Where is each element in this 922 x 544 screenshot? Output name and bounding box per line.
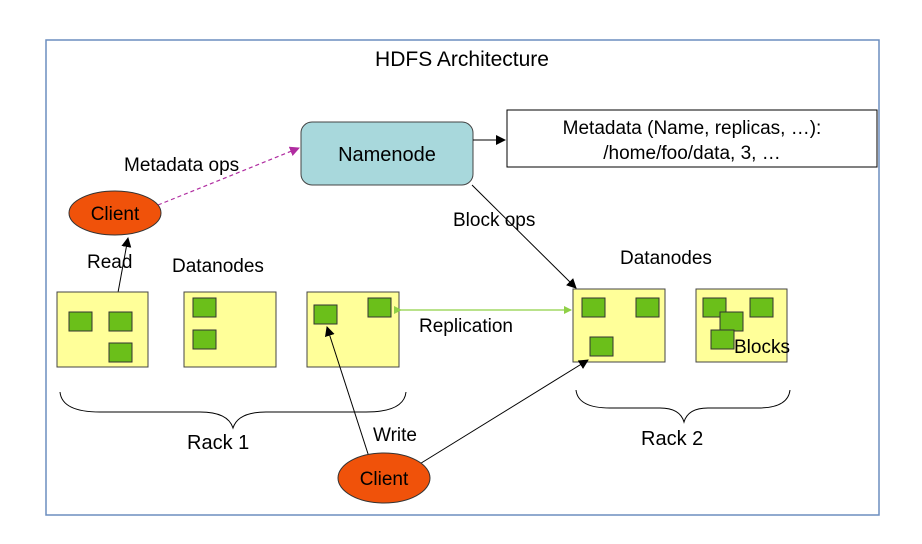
client-top: [68, 190, 162, 236]
metadata-ops-label: Metadata ops: [124, 155, 239, 176]
write-arrow-rack1: [325, 326, 371, 461]
datanodes-right-label: Datanodes: [620, 248, 712, 269]
block: [108, 311, 133, 332]
rack2-brace: [575, 389, 791, 424]
diagram-title: HDFS Architecture: [375, 48, 549, 71]
block-ops-label: Block ops: [453, 210, 535, 231]
block: [108, 342, 133, 363]
datanodes-left-label: Datanodes: [172, 256, 264, 277]
client-top-label: Client: [91, 204, 140, 225]
blocks-label: Blocks: [734, 337, 790, 358]
rack1-datanode-1: [56, 291, 149, 368]
block: [192, 329, 217, 350]
read-label: Read: [87, 252, 132, 273]
client-bottom-label: Client: [360, 469, 409, 490]
block: [313, 304, 338, 325]
block: [581, 297, 606, 318]
namenode-box: [300, 121, 474, 186]
block: [367, 297, 392, 318]
replication-label: Replication: [419, 316, 513, 337]
client-bottom: [337, 452, 431, 504]
namenode-label: Namenode: [338, 144, 436, 166]
block-ops-arrow: [471, 184, 577, 289]
rack1-brace: [59, 391, 407, 430]
rack1-label: Rack 1: [187, 432, 249, 454]
block: [710, 329, 735, 350]
rack1-datanode-3: [306, 291, 400, 368]
block: [719, 311, 744, 332]
block: [589, 336, 614, 357]
block: [749, 297, 774, 318]
block: [192, 297, 217, 318]
block: [635, 297, 660, 318]
rack2-datanode-1: [572, 288, 666, 363]
rack2-label: Rack 2: [641, 428, 703, 450]
write-label: Write: [373, 425, 417, 446]
metadata-box: [506, 109, 878, 168]
metadata-line2: /home/foo/data, 3, …: [603, 143, 780, 164]
metadata-line1: Metadata (Name, replicas, …):: [563, 118, 822, 139]
rack2-datanode-2: [695, 288, 788, 363]
metadata-ops-arrow: [157, 146, 300, 206]
write-arrow-rack2: [417, 359, 589, 466]
read-arrow: [116, 237, 132, 299]
block: [68, 311, 93, 332]
rack1-datanode-2: [183, 291, 277, 368]
